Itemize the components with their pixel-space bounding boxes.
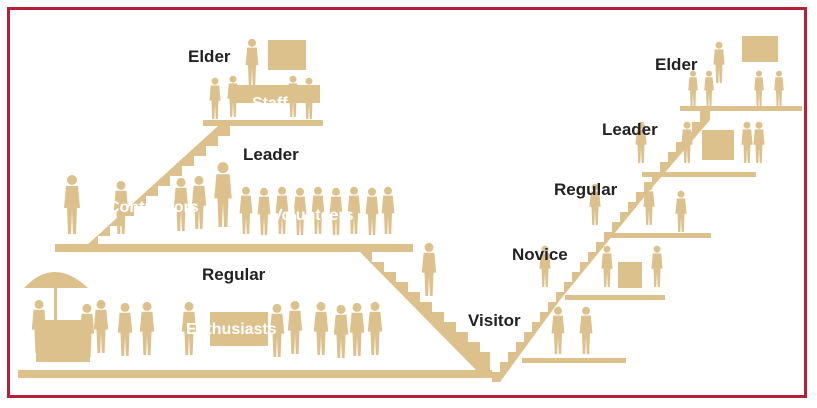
label-novice: Novice [512, 245, 568, 264]
label-left-regular: Regular [202, 265, 266, 284]
regular-step [605, 233, 711, 238]
label-left-leader: Leader [243, 145, 299, 164]
label-volunteers: Volunteers [272, 207, 354, 224]
label-contractors: Contractors [108, 199, 199, 216]
label-left-elder: Elder [188, 47, 231, 66]
regular-platform [18, 370, 492, 378]
label-right-leader: Leader [602, 120, 658, 139]
label-right-regular: Regular [554, 180, 618, 199]
elder-step [680, 106, 802, 111]
visitor-step [522, 358, 626, 363]
staff-board [268, 40, 306, 70]
enthusiasts-table [210, 312, 268, 346]
label-right-elder: Elder [655, 55, 698, 74]
label-staff: Staff [252, 95, 288, 112]
elder-platform [203, 120, 323, 126]
left-stairs-upper [86, 126, 230, 246]
leader-platform [55, 244, 413, 252]
novice-step [565, 295, 665, 300]
label-enthusiasts: Enthusiasts [186, 321, 277, 338]
left-stairs-lower [360, 252, 490, 372]
umbrella [24, 272, 88, 288]
leader-step [642, 172, 756, 177]
right-stairs [492, 110, 710, 382]
label-visitor: Visitor [468, 311, 521, 330]
